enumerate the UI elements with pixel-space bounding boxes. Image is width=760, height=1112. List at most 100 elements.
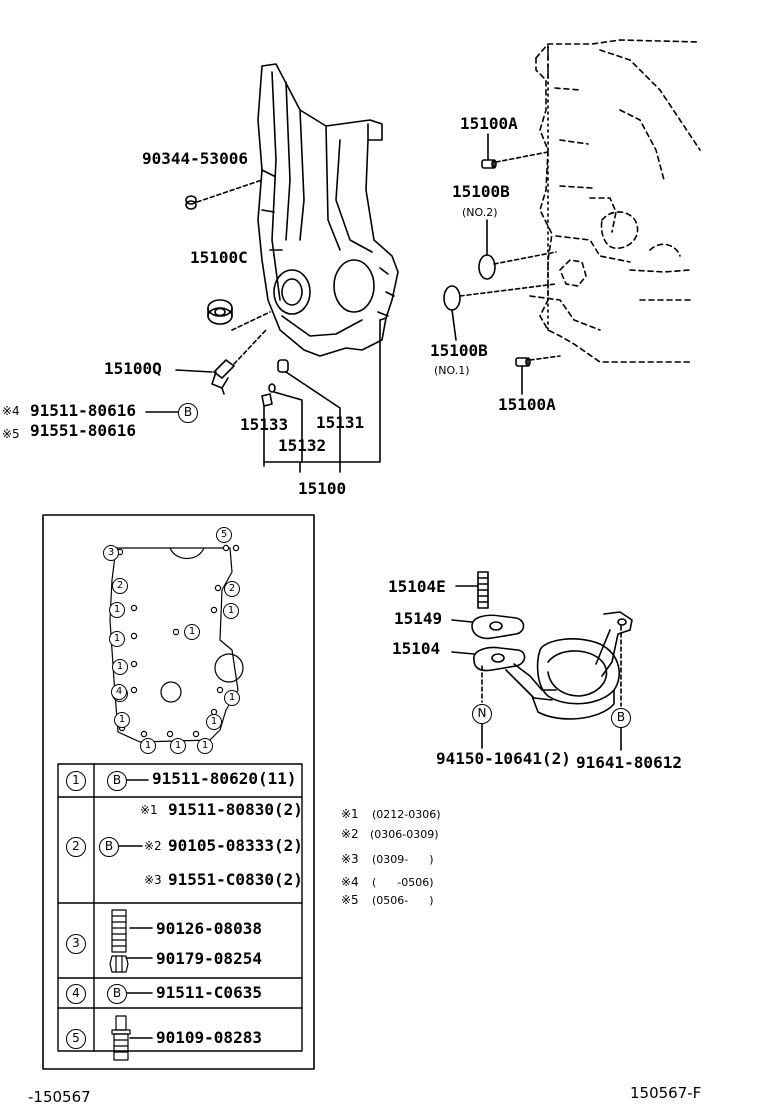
gasket-top-notch [169,547,205,560]
leader-15104 [451,651,475,655]
label-15131[interactable]: 15131 [316,413,365,432]
leader-15100b-no1-dash [459,283,557,297]
note-1-text: (0212-0306) [372,808,441,821]
leader-15100q [175,369,213,373]
label-15100[interactable]: 15100 [298,479,347,498]
note-4-text: ( -0506) [372,876,434,889]
gasket-marker-9: 1 [112,659,128,675]
timing-cover-drawing [257,63,399,357]
stud-15104e-drawing [477,571,489,609]
row2-bolt-symbol: B [99,837,119,857]
leader-15100a-top-dash [495,151,549,163]
label-90344-53006[interactable]: 90344-53006 [142,149,248,168]
stud-bolt-drawing [111,909,127,953]
o-ring-no1-drawing [443,285,461,311]
label-15100b-no2[interactable]: 15100B [452,182,510,201]
gasket-marker-13: 4 [111,684,127,700]
plug-90344-drawing [185,195,197,210]
strainer-15104-drawing [473,611,633,720]
gasket-marker-7: 1 [109,631,125,647]
label-no1: (NO.1) [434,364,470,377]
parts-15131-15133-drawing [261,359,289,407]
row4-bolt-symbol: B [107,984,127,1004]
gasket-marker-17: 1 [197,738,213,754]
row-index-3: 3 [66,934,86,954]
label-94150-10641[interactable]: 94150-10641(2) [436,749,571,768]
label-15100q[interactable]: 15100Q [104,359,162,378]
pin-15100a-top-drawing [481,159,497,169]
label-15104[interactable]: 15104 [392,639,441,658]
note-1-mark: ※1 [341,807,359,821]
row2-line1-mark: ※1 [140,803,158,817]
gasket-marker-8: 1 [184,624,200,640]
gasket-marker-12: 1 [224,690,240,706]
label-15100b-no1[interactable]: 15100B [430,341,488,360]
gasket-marker-3: 2 [112,578,128,594]
bolt-table-lines [57,763,303,1052]
leader-15100b-no1-v [451,309,457,341]
leader-15100q-dash [233,329,267,365]
label-15133[interactable]: 15133 [240,415,289,434]
footer-left-code: -150567 [28,1088,91,1106]
footer-right-code: 150567-F [630,1084,702,1102]
row2-line2-part[interactable]: 90105-08333(2) [168,836,303,855]
fitting-15100q-drawing [211,359,235,395]
row3-line2-part[interactable]: 90179-08254 [156,949,262,968]
label-15149[interactable]: 15149 [394,609,443,628]
gasket-hole-lower [160,681,182,703]
label-91511-80616[interactable]: 91511-80616 [30,401,136,420]
gasket-marker-14: 1 [206,714,222,730]
leader-15100a-bottom-dash [529,355,561,361]
leader-15131 [285,371,341,463]
gasket-outline [109,547,239,743]
flange-bolt-drawing [111,1015,131,1061]
pin-15100a-bottom-drawing [515,357,531,367]
gasket-bolt-holes [110,544,240,738]
gasket-hole-main [214,653,244,683]
label-15100a-top[interactable]: 15100A [460,114,518,133]
note-mark-4: ※4 [2,404,20,418]
nut-drawing-row3 [109,955,129,973]
inset-frame [42,514,315,1070]
nut-symbol-n: N [472,704,492,724]
label-15100c[interactable]: 15100C [190,248,248,267]
label-15132[interactable]: 15132 [278,436,327,455]
note-3-mark: ※3 [341,852,359,866]
o-ring-no2-drawing [478,254,496,280]
leader-15100c [231,311,271,331]
row2-line1-part[interactable]: 91511-80830(2) [168,800,303,819]
note-2-text: (0306-0309) [370,828,439,841]
note-3-text: (0309- ) [372,853,434,866]
row4-part[interactable]: 91511-C0635 [156,983,262,1002]
leader-15132 [273,391,303,463]
gasket-marker-5: 1 [109,602,125,618]
row3-line1-part[interactable]: 90126-08038 [156,919,262,938]
label-91641-80612[interactable]: 91641-80612 [576,753,682,772]
row1-part[interactable]: 91511-80620(11) [152,769,297,788]
bracket-15100 [263,319,381,473]
label-15100a-bottom[interactable]: 15100A [498,395,556,414]
gasket-marker-15: 1 [140,738,156,754]
gasket-marker-2: 3 [103,545,119,561]
gasket-marker-11: 1 [114,712,130,728]
gasket-marker-16: 1 [170,738,186,754]
row-index-5: 5 [66,1029,86,1049]
gasket-marker-6: 1 [223,603,239,619]
leader-15149 [451,619,473,623]
row5-part[interactable]: 90109-08283 [156,1028,262,1047]
label-15104e[interactable]: 15104E [388,577,446,596]
bolt-symbol-b-strainer: B [611,708,631,728]
label-91551-80616[interactable]: 91551-80616 [30,421,136,440]
row2-line3-mark: ※3 [144,873,162,887]
oil-seal-15100c-drawing [207,299,233,325]
leader-row3 [125,927,153,959]
note-mark-5: ※5 [2,427,20,441]
row1-bolt-symbol: B [107,771,127,791]
row2-line2-mark: ※2 [144,839,162,853]
bolt-symbol-b: B [178,403,198,423]
note-2-mark: ※2 [341,827,359,841]
engine-block-drawing [529,39,701,363]
row-index-4: 4 [66,984,86,1004]
row2-line3-part[interactable]: 91551-C0830(2) [168,870,303,889]
note-5-mark: ※5 [341,893,359,907]
